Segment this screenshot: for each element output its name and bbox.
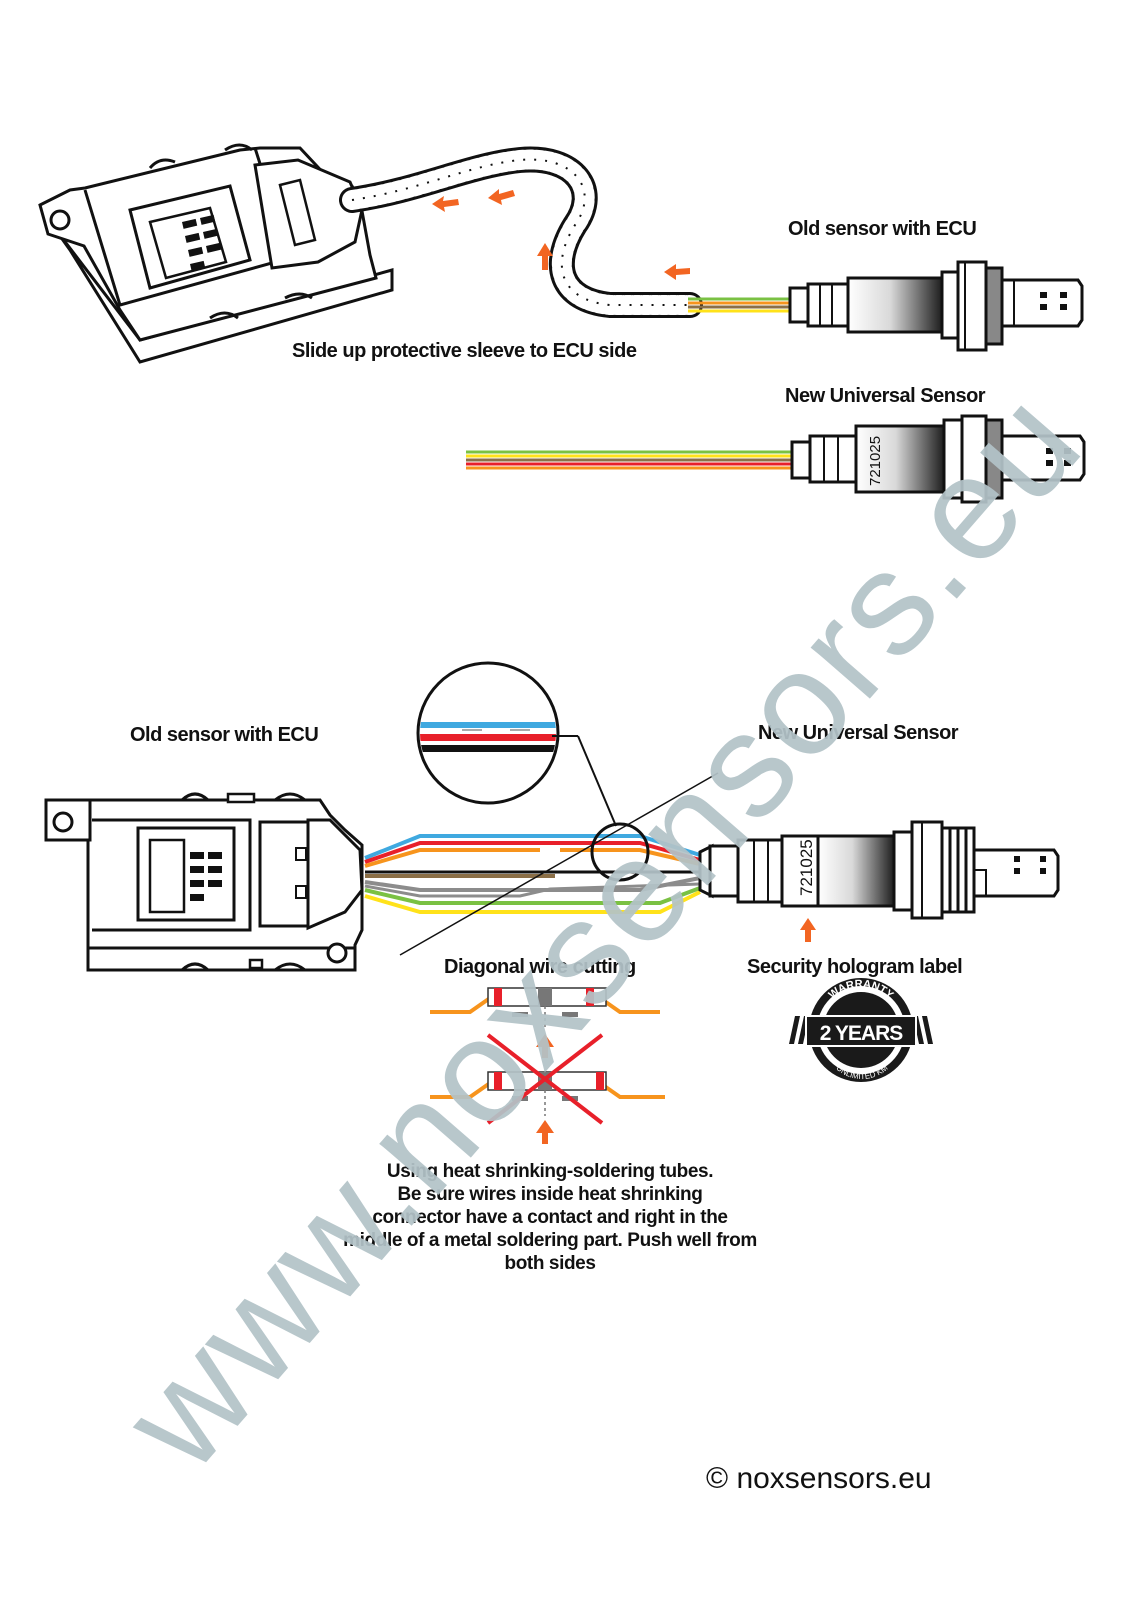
instruction-line: connector have a contact and right in th… (372, 1207, 728, 1228)
bottom-new-sensor: 721025 (698, 820, 1060, 920)
sleeve-caption: Slide up protective sleeve to ECU side (292, 340, 637, 362)
bottom-ecu-module (44, 792, 364, 972)
top-sensor-code: 721025 (867, 436, 884, 486)
wire-magnifier (416, 661, 650, 882)
top-new-sensor-label: New Universal Sensor (785, 385, 986, 407)
copyright: © noxsensors.eu (706, 1462, 932, 1495)
hologram-arrow (800, 918, 816, 942)
correct-splice (430, 987, 660, 1030)
instructions: Using heat shrinking-soldering tubes. Be… (300, 1160, 800, 1275)
hologram-caption: Security hologram label (747, 956, 963, 978)
bottom-new-sensor-label: New Universal Sensor (758, 722, 959, 744)
warranty-badge: 2 YEARS WARRANTY UNLIMITED KM (789, 978, 933, 1082)
top-old-sensor-wires (688, 297, 790, 313)
diagonal-cut-line (399, 772, 719, 956)
instruction-line: Be sure wires inside heat shrinking (397, 1184, 703, 1205)
top-old-sensor-label: Old sensor with ECU (788, 218, 977, 240)
instruction-line: both sides (504, 1253, 596, 1274)
bottom-sensor-code: 721025 (797, 839, 816, 896)
bottom-wire-bundle (364, 834, 701, 914)
top-old-sensor (788, 260, 1084, 352)
instruction-line: Using heat shrinking-soldering tubes. (386, 1161, 714, 1182)
bottom-old-sensor-label: Old sensor with ECU (130, 724, 319, 746)
diagonal-cut-caption: Diagonal wire cutting (444, 956, 636, 978)
wrong-splice-arrow (536, 1120, 554, 1144)
top-new-sensor: 721025 (790, 414, 1086, 504)
top-protective-sleeve (339, 146, 703, 318)
wrong-splice (430, 1033, 665, 1125)
top-ecu-module (38, 143, 394, 364)
correct-splice-arrow (536, 1034, 554, 1058)
badge-main-text: 2 YEARS (820, 1022, 903, 1045)
instruction-line: middle of a metal soldering part. Push w… (343, 1230, 757, 1251)
top-new-sensor-wires (466, 450, 792, 470)
top-direction-arrows (432, 189, 690, 280)
